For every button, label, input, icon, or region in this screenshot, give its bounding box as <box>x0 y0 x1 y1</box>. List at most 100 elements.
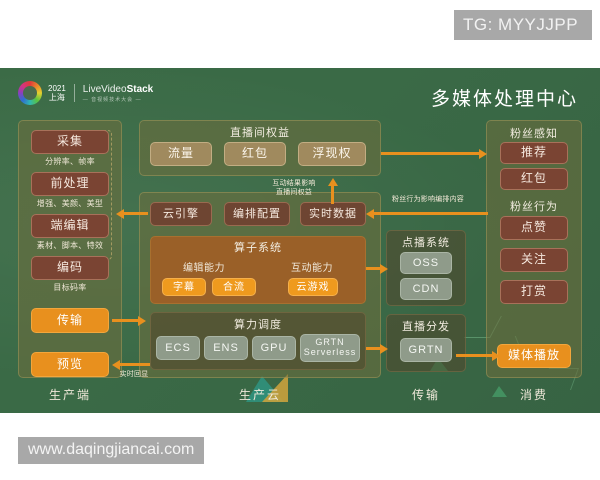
tg-badge: TG: MYYJJPP <box>454 10 592 40</box>
node-grtn-serverless-label: GRTN Serverless <box>303 337 357 357</box>
node-red-packet[interactable]: 红包 <box>500 168 568 190</box>
node-recommend[interactable]: 推荐 <box>500 142 568 164</box>
operator-edit-capability-title: 编辑能力 <box>183 263 225 274</box>
arrow-grtn-to-media-playback <box>456 351 500 361</box>
arrow-transport-to-compute <box>112 316 146 326</box>
production-end-panel <box>18 120 122 378</box>
node-red-packet-label: 红包 <box>520 171 547 186</box>
node-preprocess[interactable]: 前处理 <box>31 172 109 196</box>
caption-encode: 目标码率 <box>53 283 87 292</box>
arrow-realtime-data-to-rights <box>328 178 338 204</box>
logo-brand: LiveVideoStack — 音视频技术大会 — <box>83 84 153 103</box>
stage-label-transport: 传输 <box>411 388 440 402</box>
fan-perception-title: 粉丝感知 <box>510 128 558 140</box>
live-rights-title: 直播间权益 <box>230 127 290 139</box>
arrow-operator-to-vod <box>366 264 388 274</box>
node-floating-rights[interactable]: 浮现权 <box>298 142 366 166</box>
caption-preprocess: 增强、美颜、美型 <box>36 199 104 208</box>
operator-interactive-capability-title: 互动能力 <box>291 263 333 274</box>
slide-canvas: 2021 上海 LiveVideoStack — 音视频技术大会 — 多媒体处理… <box>0 68 600 413</box>
node-oss-label: OSS <box>412 256 440 269</box>
arrow-compute-to-distribution <box>366 344 388 354</box>
node-gpu-label: GPU <box>260 341 288 354</box>
node-orchestration-config[interactable]: 编排配置 <box>224 202 290 226</box>
logo-divider <box>73 84 75 102</box>
logo-brand-stack: Stack <box>126 83 154 95</box>
node-subtitle[interactable]: 字幕 <box>162 278 206 296</box>
arrow-label-interaction-to-rights: 互动结果影响 直播间权益 <box>272 180 316 197</box>
node-capture[interactable]: 采集 <box>31 130 109 154</box>
arrow-fan-behavior-to-orchestration <box>366 209 488 219</box>
node-cloud-gaming[interactable]: 云游戏 <box>288 278 338 296</box>
logo-brand-subtitle: — 音视频技术大会 — <box>82 96 142 103</box>
node-red-packet-rights[interactable]: 红包 <box>224 142 286 166</box>
site-watermark: www.daqingjiancai.com <box>18 437 205 464</box>
node-device-edit-label: 端编辑 <box>50 218 90 233</box>
vod-system-title: 点播系统 <box>402 237 450 249</box>
node-gpu[interactable]: GPU <box>252 336 296 360</box>
node-encode-label: 编码 <box>56 260 83 275</box>
event-logo: 2021 上海 LiveVideoStack — 音视频技术大会 — <box>18 80 153 106</box>
rainbow-ring-icon <box>18 81 42 105</box>
caption-device-edit: 素材、脚本、特效 <box>36 241 104 250</box>
node-follow[interactable]: 关注 <box>500 248 568 272</box>
node-media-playback[interactable]: 媒体播放 <box>497 344 571 368</box>
node-oss[interactable]: OSS <box>400 252 452 274</box>
node-traffic-label: 流量 <box>167 146 194 161</box>
fan-behavior-title: 粉丝行为 <box>510 201 558 213</box>
caption-capture: 分辨率、帧率 <box>45 157 95 166</box>
node-stream-merge-label: 合流 <box>223 281 245 293</box>
node-floating-rights-label: 浮现权 <box>312 146 352 161</box>
node-orchestration-config-label: 编排配置 <box>233 207 281 220</box>
arrow-label-fan-behavior: 粉丝行为影响编排内容 <box>392 196 464 203</box>
node-preview[interactable]: 预览 <box>31 352 109 377</box>
node-cloud-gaming-label: 云游戏 <box>296 281 330 293</box>
logo-city-text: 上海 <box>48 93 65 102</box>
logo-year-text: 2021 <box>48 84 66 93</box>
node-capture-label: 采集 <box>56 134 83 149</box>
node-realtime-data[interactable]: 实时数据 <box>300 202 366 226</box>
node-ens[interactable]: ENS <box>204 336 248 360</box>
node-device-edit[interactable]: 端编辑 <box>31 214 109 238</box>
arrow-cloud-engine-to-preprocess <box>116 209 148 219</box>
arrow-rights-to-consumption <box>381 149 487 159</box>
page-title: 多媒体处理中心 <box>430 89 578 110</box>
node-realtime-data-label: 实时数据 <box>309 207 357 220</box>
node-grtn[interactable]: GRTN <box>400 338 452 362</box>
node-traffic[interactable]: 流量 <box>150 142 212 166</box>
node-ecs-label: ECS <box>165 341 191 354</box>
arrow-compute-to-preview <box>112 360 150 370</box>
node-preview-label: 预览 <box>56 356 83 371</box>
node-preprocess-label: 前处理 <box>50 176 90 191</box>
node-red-packet-rights-label: 红包 <box>241 146 268 161</box>
arrow-label-realtime-echo: 实时回显 <box>119 371 149 378</box>
node-like-label: 点赞 <box>520 220 547 235</box>
node-cdn-label: CDN <box>412 282 440 295</box>
node-reward[interactable]: 打赏 <box>500 280 568 304</box>
node-grtn-serverless[interactable]: GRTN Serverless <box>300 334 360 362</box>
node-ecs[interactable]: ECS <box>156 336 200 360</box>
node-transport-label: 传输 <box>56 312 83 327</box>
node-stream-merge[interactable]: 合流 <box>212 278 256 296</box>
node-ens-label: ENS <box>213 341 239 354</box>
live-distribution-title: 直播分发 <box>402 321 450 333</box>
node-like[interactable]: 点赞 <box>500 216 568 240</box>
node-cloud-engine-label: 云引擎 <box>163 207 199 220</box>
logo-brand-video: Video <box>101 83 127 95</box>
stage-label-production-end: 生产端 <box>48 388 91 402</box>
node-cdn[interactable]: CDN <box>400 278 452 300</box>
node-transport[interactable]: 传输 <box>31 308 109 333</box>
node-subtitle-label: 字幕 <box>173 281 195 293</box>
node-follow-label: 关注 <box>520 252 547 267</box>
compute-scheduling-title: 算力调度 <box>234 319 282 331</box>
node-media-playback-label: 媒体播放 <box>507 348 560 363</box>
operator-system-title: 算子系统 <box>234 242 282 254</box>
node-cloud-engine[interactable]: 云引擎 <box>150 202 212 226</box>
node-recommend-label: 推荐 <box>520 145 547 160</box>
logo-year-city: 2021 上海 <box>48 84 66 102</box>
node-grtn-label: GRTN <box>408 343 444 356</box>
node-reward-label: 打赏 <box>520 284 547 299</box>
node-encode[interactable]: 编码 <box>31 256 109 280</box>
stage-label-consumption: 消费 <box>519 388 548 402</box>
